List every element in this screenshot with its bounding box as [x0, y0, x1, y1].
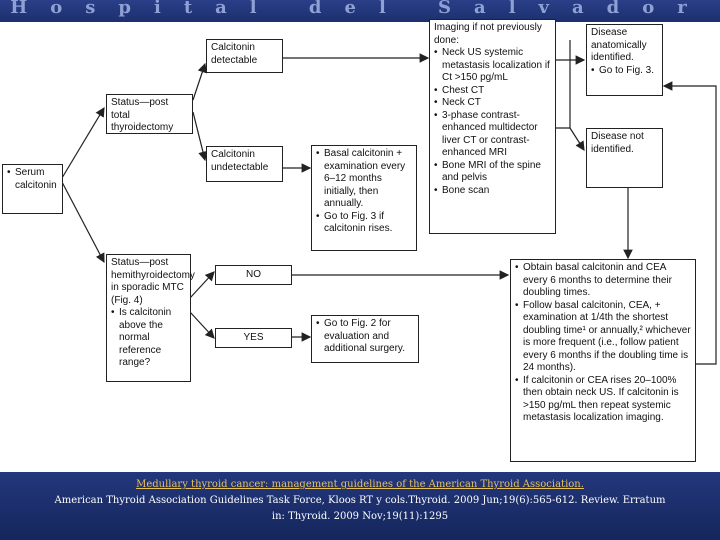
imaging-title: Imaging if not previously done:: [434, 22, 542, 46]
disease-not-identified-text: Disease not identified.: [591, 131, 644, 155]
slide-header: Hospital del Salvador: [0, 0, 720, 22]
calcitonin-undetectable-text: Calcitonin undetectable: [211, 149, 269, 173]
imaging-item: Bone MRI of the spine and pelvis: [434, 160, 551, 185]
basal-calcitonin-item: Go to Fig. 3 if calcitonin rises.: [316, 211, 412, 236]
status-post-hemi-item: Is calcitonin above the normal reference…: [111, 307, 186, 370]
go-to-fig2-item: Go to Fig. 2 for evaluation and addition…: [316, 318, 414, 356]
calcitonin-detectable-text: Calcitonin detectable: [211, 42, 258, 66]
basal-calcitonin-box: Basal calcitonin + examination every 6–1…: [311, 145, 417, 251]
calcitonin-detectable-box: Calcitonin detectable: [206, 39, 283, 73]
status-post-total-box: Status—post total thyroidectomy: [106, 94, 193, 134]
status-post-hemi-title: Status—post hemithyroidectomy in sporadi…: [111, 257, 195, 306]
citation-link[interactable]: Medullary thyroid cancer: management gui…: [136, 479, 584, 490]
status-post-hemi-box: Status—post hemithyroidectomy in sporadi…: [106, 254, 195, 382]
header-title: Hospital del Salvador: [10, 0, 710, 18]
no-label: NO: [246, 268, 261, 280]
basal-calcitonin-item: Basal calcitonin + examination every 6–1…: [316, 148, 412, 211]
obtain-item: Follow basal calcitonin, CEA, + examinat…: [515, 300, 691, 375]
obtain-calcitonin-box: Obtain basal calcitonin and CEA every 6 …: [510, 259, 696, 462]
imaging-item: Chest CT: [434, 85, 551, 98]
imaging-item: Bone scan: [434, 185, 551, 198]
citation-line-1: American Thyroid Association Guidelines …: [54, 495, 666, 506]
citation-line-2: in: Thyroid. 2009 Nov;19(11):1295: [271, 511, 449, 522]
disease-identified-box: Disease anatomically identified. Go to F…: [586, 24, 663, 96]
serum-calcitonin-text: Serum calcitonin: [7, 167, 58, 192]
imaging-item: Neck CT: [434, 97, 551, 110]
disease-identified-item: Go to Fig. 3.: [591, 65, 658, 78]
imaging-item: Neck US systemic metastasis localization…: [434, 47, 551, 85]
obtain-item: If calcitonin or CEA rises 20–100% then …: [515, 375, 691, 425]
flowchart-panel: Serum calcitonin Status—post total thyro…: [0, 19, 720, 472]
imaging-box: Imaging if not previously done: Neck US …: [429, 19, 556, 234]
slide-footer: Medullary thyroid cancer: management gui…: [0, 472, 720, 540]
imaging-item: 3-phase contrast-enhanced multidector li…: [434, 110, 551, 160]
obtain-item: Obtain basal calcitonin and CEA every 6 …: [515, 262, 691, 300]
yes-label: YES: [243, 331, 264, 343]
yes-box: YES: [215, 328, 292, 348]
disease-not-identified-box: Disease not identified.: [586, 128, 663, 188]
status-post-total-text: Status—post total thyroidectomy: [111, 97, 174, 133]
go-to-fig2-box: Go to Fig. 2 for evaluation and addition…: [311, 315, 419, 363]
serum-calcitonin-box: Serum calcitonin: [2, 164, 63, 214]
disease-identified-title: Disease anatomically identified.: [591, 27, 647, 63]
no-box: NO: [215, 265, 292, 285]
calcitonin-undetectable-box: Calcitonin undetectable: [206, 146, 283, 182]
